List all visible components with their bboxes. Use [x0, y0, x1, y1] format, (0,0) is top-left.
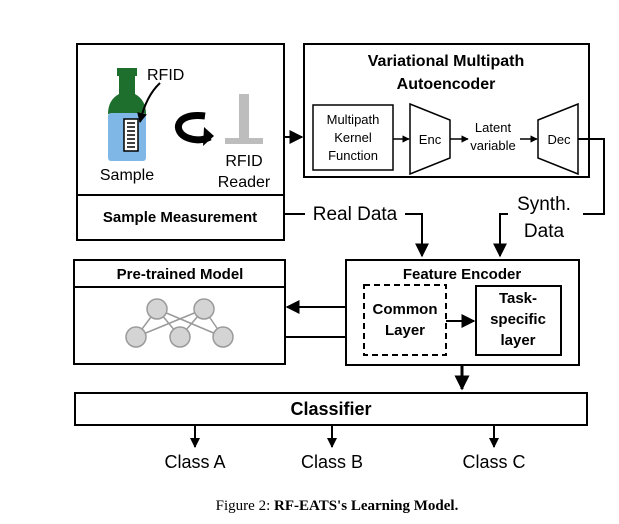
kernel-line1: Multipath — [327, 112, 380, 127]
vma-panel: Variational Multipath Autoencoder Multip… — [303, 43, 590, 178]
common-layer-box — [363, 284, 447, 356]
classifier-panel: Classifier — [74, 392, 588, 426]
task-layer-line3: layer — [500, 332, 535, 349]
dec-label: Dec — [547, 132, 571, 147]
neural-network-icon — [125, 298, 234, 348]
latent-line2: variable — [470, 138, 516, 153]
common-layer-line1: Common — [373, 301, 438, 318]
rfid-label: RFID — [147, 67, 184, 84]
feature-encoder-panel: Feature Encoder Common Layer Task- speci… — [345, 259, 580, 366]
synth-data-arrow — [493, 213, 508, 258]
pretrained-model-panel: Pre-trained Model — [73, 259, 286, 365]
rfid-reader-label-line2: Reader — [218, 174, 271, 191]
pretrained-model-title: Pre-trained Model — [117, 266, 244, 283]
sample-label: Sample — [100, 167, 154, 184]
figure-caption: Figure 2: RF-EATS's Learning Model. — [216, 498, 459, 514]
multipath-kernel-box — [312, 104, 394, 171]
sample-measurement-panel: RFID Sample RFID Reader Sample Measureme… — [76, 43, 285, 241]
rfid-tag-icon — [123, 118, 139, 152]
synth-data-label-line1: Synth. — [517, 194, 571, 215]
synth-data-label-line2: Data — [524, 221, 565, 242]
real-data-arrow — [405, 213, 429, 258]
latent-line1: Latent — [475, 120, 512, 135]
real-data-label: Real Data — [313, 204, 398, 225]
task-layer-line1: Task- — [499, 290, 537, 307]
rfid-reader-label-line1: RFID — [225, 153, 262, 170]
class-b-label: Class B — [301, 452, 363, 472]
caption-prefix: Figure 2: — [216, 498, 274, 514]
class-a-label: Class A — [164, 452, 225, 472]
task-layer-line2: specific — [490, 311, 546, 328]
feature-encoder-title: Feature Encoder — [403, 266, 522, 283]
encoder-trapezoid — [409, 102, 451, 176]
rfid-reader-icon — [225, 94, 263, 144]
rotation-arrow-icon — [175, 112, 214, 146]
enc-label: Enc — [419, 132, 442, 147]
common-layer-line2: Layer — [385, 322, 425, 339]
decoder-trapezoid — [537, 102, 579, 176]
kernel-line3: Function — [328, 148, 378, 163]
caption-title: RF-EATS's Learning Model. — [274, 498, 459, 514]
task-specific-layer-box — [475, 285, 562, 356]
vma-title-line2: Autoencoder — [397, 76, 496, 93]
rfid-pointer-arrow — [137, 82, 161, 123]
synth-data-connector — [578, 138, 605, 215]
kernel-line2: Kernel — [334, 130, 372, 145]
sample-measurement-title: Sample Measurement — [103, 209, 257, 226]
class-c-label: Class C — [462, 452, 525, 472]
classifier-title: Classifier — [290, 399, 371, 419]
vma-title-line1: Variational Multipath — [368, 53, 524, 70]
